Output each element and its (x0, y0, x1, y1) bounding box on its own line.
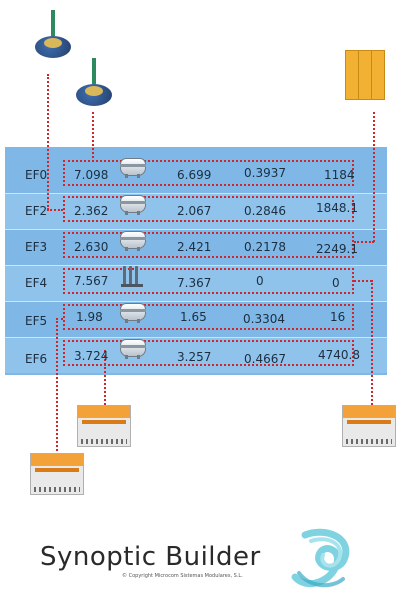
volume-value: 1.65 (180, 310, 207, 324)
io-module-icon[interactable] (30, 453, 84, 495)
meter-group-box[interactable] (63, 340, 354, 366)
heat-meter-icon[interactable] (117, 229, 147, 251)
io-module-icon[interactable] (77, 405, 131, 447)
delta-value: 0.2178 (244, 240, 286, 254)
meter-group-box[interactable] (63, 232, 354, 258)
volume-value: 6.699 (177, 168, 212, 182)
heat-meter-icon[interactable] (117, 337, 147, 359)
volume-value: 7.367 (177, 276, 212, 290)
swirl-logo-icon (291, 528, 350, 588)
app-title: Synoptic Builder (40, 542, 261, 572)
delta-value: 0.3304 (243, 312, 285, 326)
flow-value: 7.098 (74, 168, 109, 182)
meter-group-box[interactable] (63, 160, 354, 186)
io-module-icon[interactable] (342, 405, 396, 447)
heat-meter-icon[interactable] (117, 193, 147, 215)
table-row (5, 337, 387, 373)
counter-value: 1848.1 (316, 201, 358, 215)
table-row (5, 193, 387, 229)
delta-value: 0 (256, 274, 264, 288)
meter-group-box[interactable] (63, 268, 354, 294)
meter-group-box[interactable] (63, 196, 354, 222)
volume-value: 2.421 (177, 240, 212, 254)
copyright-text: © Copyright Microcom Sistemas Modulares,… (122, 573, 243, 579)
delta-value: 0.4667 (244, 352, 286, 366)
flow-value: 1.98 (76, 310, 103, 324)
flow-value: 3.724 (74, 349, 109, 363)
pipe-manifold-icon[interactable] (121, 266, 143, 288)
row-label: EF2 (25, 204, 48, 218)
flow-value: 7.567 (74, 274, 109, 288)
wireless-sensor-icon[interactable] (76, 58, 112, 106)
flow-value: 2.362 (74, 204, 109, 218)
row-label: EF0 (25, 168, 48, 182)
counter-value: 16 (330, 310, 346, 324)
counter-value: 0 (332, 276, 340, 290)
row-label: EF5 (25, 314, 48, 328)
counter-value: 2249.1 (316, 242, 358, 256)
heat-meter-icon[interactable] (117, 156, 147, 178)
row-label: EF6 (25, 352, 48, 366)
delta-value: 0.3937 (244, 166, 286, 180)
wireless-sensor-icon[interactable] (35, 10, 71, 58)
volume-value: 3.257 (177, 350, 212, 364)
counter-value: 1184 (324, 168, 355, 182)
flow-value: 2.630 (74, 240, 109, 254)
meter-group-box[interactable] (63, 304, 354, 330)
row-label: EF3 (25, 240, 48, 254)
gateway-device-icon[interactable] (345, 50, 385, 100)
table-row (5, 265, 387, 301)
counter-value: 4740.8 (318, 348, 360, 362)
row-label: EF4 (25, 276, 48, 290)
delta-value: 0.2846 (244, 204, 286, 218)
heat-meter-icon[interactable] (117, 301, 147, 323)
volume-value: 2.067 (177, 204, 212, 218)
